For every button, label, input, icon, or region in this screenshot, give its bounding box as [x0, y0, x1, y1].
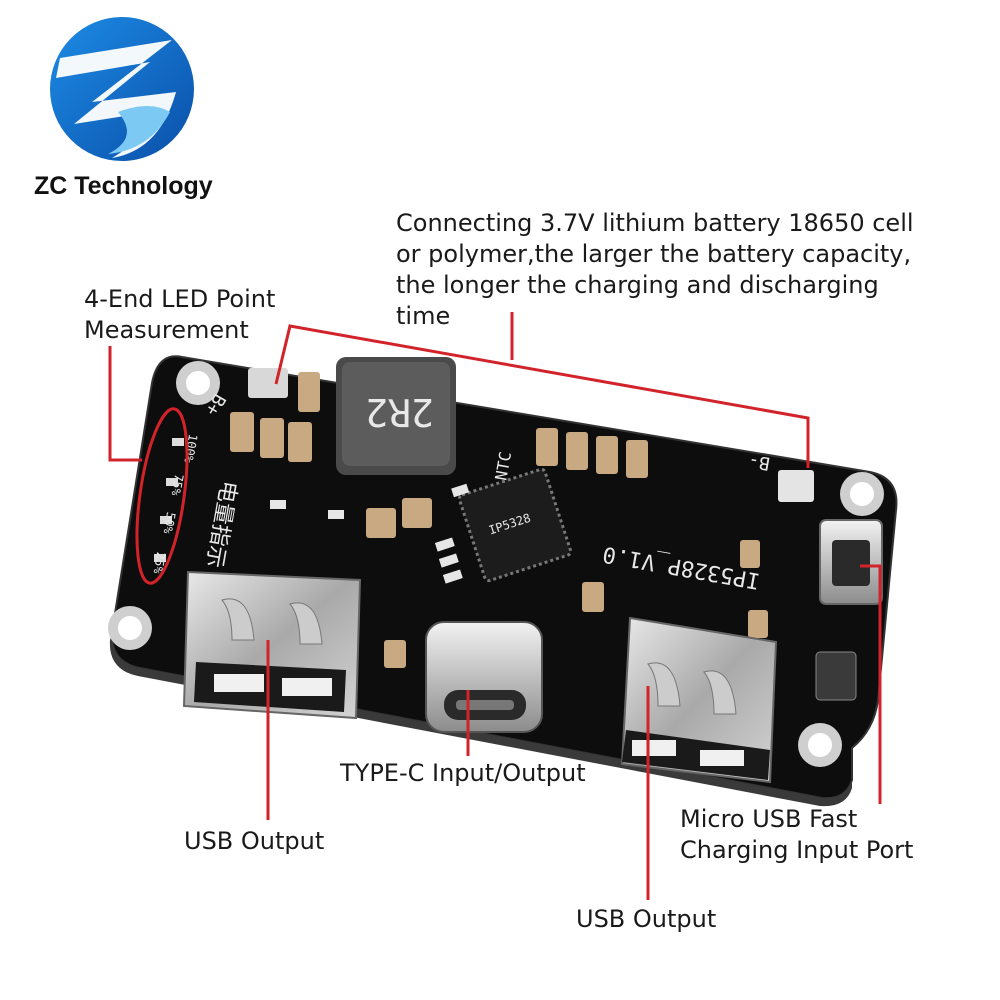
ntc-label: NTC	[491, 450, 515, 482]
usb-a-port-right	[620, 616, 778, 784]
power-switch	[815, 651, 857, 701]
inductor	[336, 357, 456, 475]
mounting-hole-bottom-left	[108, 606, 152, 650]
usb-type-c-port	[425, 621, 543, 733]
mounting-hole-top-left	[176, 361, 220, 405]
power-management-ic	[457, 467, 573, 583]
micro-usb-port	[819, 519, 883, 605]
inductor-label: 2R2	[365, 390, 434, 434]
mounting-holes	[108, 361, 884, 767]
usb-a-port-left	[182, 570, 362, 720]
battery-negative-label: B-	[747, 449, 772, 473]
usb-right-callout-text: USB Output	[576, 905, 717, 933]
typec-callout-text: TYPE-C Input/Output	[340, 759, 586, 787]
led-callout-text: 4-End LED Point Measurement	[84, 285, 276, 344]
usb-left-callout-text: USB Output	[184, 827, 325, 855]
battery-callout-text: Connecting 3.7V lithium battery 18650 ce…	[396, 209, 914, 330]
led-level-75: 75%	[168, 473, 186, 498]
led-level-50: 50%	[160, 511, 178, 536]
micro-usb-callout-text: Micro USB Fast Charging Input Port	[680, 805, 914, 864]
brand-logo	[50, 17, 194, 161]
battery-bracket-line	[274, 324, 810, 468]
battery-negative-pad	[778, 470, 814, 502]
battery-positive-pad	[248, 368, 288, 398]
smd-components	[230, 372, 768, 668]
led-callout-line	[108, 346, 142, 462]
micro-usb-callout-line	[860, 564, 882, 804]
brand-name: ZC Technology	[34, 172, 213, 200]
mounting-hole-bottom-right	[798, 723, 842, 767]
mounting-hole-top-right	[840, 472, 884, 516]
led-highlight-ring	[135, 407, 189, 585]
smd-resistors	[270, 483, 470, 584]
battery-level-leds	[154, 438, 184, 562]
callout-lines	[108, 312, 882, 900]
